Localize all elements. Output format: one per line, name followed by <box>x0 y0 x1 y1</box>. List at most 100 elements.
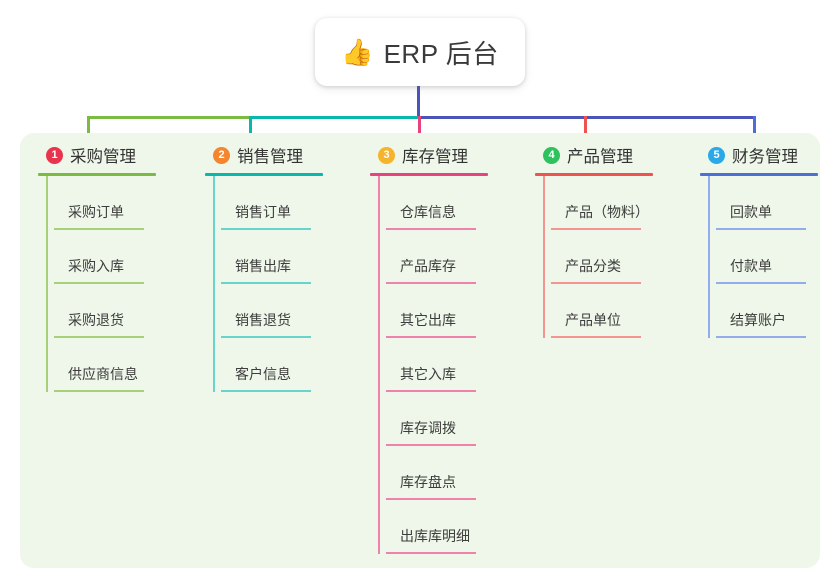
leaf-node-rule <box>386 444 476 446</box>
connector-drop-1 <box>87 116 90 142</box>
leaf-node[interactable]: 回款单 <box>716 176 839 230</box>
leaf-node-label: 采购退货 <box>68 312 124 328</box>
leaf-node[interactable]: 供应商信息 <box>54 338 198 392</box>
branch-spine <box>378 176 380 554</box>
leaf-node-label: 产品库存 <box>400 258 456 274</box>
leaf-node-label: 付款单 <box>730 258 772 274</box>
leaf-node[interactable]: 销售订单 <box>221 176 365 230</box>
branch-header-4[interactable]: 4 产品管理 <box>535 142 695 168</box>
branch-items: 仓库信息产品库存其它出库其它入库库存调拨库存盘点出库库明细 <box>370 176 530 554</box>
branch-title: 库存管理 <box>402 148 468 166</box>
leaf-node-rule <box>221 390 311 392</box>
branch-header-rule <box>700 173 818 176</box>
leaf-node-label: 产品分类 <box>565 258 621 274</box>
leaf-node-rule <box>551 336 641 338</box>
branch-number-badge: 3 <box>378 146 395 164</box>
leaf-node-label: 其它入库 <box>400 366 456 382</box>
leaf-node-rule <box>716 228 806 230</box>
connector-drop-3 <box>418 116 421 142</box>
branch-header-rule <box>38 173 156 176</box>
leaf-node-label: 其它出库 <box>400 312 456 328</box>
branch-items: 采购订单采购入库采购退货供应商信息 <box>38 176 198 392</box>
leaf-node-label: 供应商信息 <box>68 366 138 382</box>
leaf-node-label: 结算账户 <box>730 312 786 328</box>
connector-drop-2 <box>249 116 252 142</box>
connector-bar-segment-green <box>87 116 250 119</box>
leaf-node[interactable]: 采购入库 <box>54 230 198 284</box>
leaf-node-label: 仓库信息 <box>400 204 456 220</box>
leaf-node[interactable]: 采购退货 <box>54 284 198 338</box>
branch-column-2: 2 销售管理销售订单销售出库销售退货客户信息 <box>205 142 365 392</box>
connector-drop-4 <box>584 116 587 142</box>
leaf-node-label: 出库库明细 <box>400 528 470 544</box>
root-node[interactable]: 👍 ERP 后台 <box>315 18 525 86</box>
leaf-node[interactable]: 产品分类 <box>551 230 695 284</box>
branch-header-3[interactable]: 3 库存管理 <box>370 142 530 168</box>
root-trunk-connector <box>417 86 420 119</box>
leaf-node-rule <box>716 336 806 338</box>
leaf-node-label: 库存盘点 <box>400 474 456 490</box>
branch-spine <box>46 176 48 392</box>
leaf-node-rule <box>551 228 641 230</box>
branch-header-rule <box>535 173 653 176</box>
leaf-node-rule <box>386 390 476 392</box>
connector-drop-5 <box>753 116 756 142</box>
leaf-node[interactable]: 结算账户 <box>716 284 839 338</box>
leaf-node[interactable]: 仓库信息 <box>386 176 530 230</box>
leaf-node[interactable]: 库存调拨 <box>386 392 530 446</box>
leaf-node[interactable]: 库存盘点 <box>386 446 530 500</box>
leaf-node-label: 产品（物料） <box>565 204 649 220</box>
thumbs-up-icon: 👍 <box>341 37 374 67</box>
leaf-node-label: 销售订单 <box>235 204 291 220</box>
leaf-node[interactable]: 产品库存 <box>386 230 530 284</box>
leaf-node-rule <box>54 228 144 230</box>
leaf-node-rule <box>551 282 641 284</box>
leaf-node[interactable]: 产品（物料） <box>551 176 695 230</box>
branch-number-badge: 4 <box>543 146 560 164</box>
branch-items: 回款单付款单结算账户 <box>700 176 839 338</box>
branch-items: 产品（物料） 产品分类产品单位 <box>535 176 695 338</box>
leaf-node-label: 回款单 <box>730 204 772 220</box>
branch-title: 产品管理 <box>567 148 633 166</box>
leaf-node[interactable]: 客户信息 <box>221 338 365 392</box>
branch-spine <box>543 176 545 338</box>
leaf-node-label: 库存调拨 <box>400 420 456 436</box>
leaf-node-rule <box>54 336 144 338</box>
leaf-node-label: 客户信息 <box>235 366 291 382</box>
leaf-node-rule <box>221 282 311 284</box>
leaf-node-rule <box>221 228 311 230</box>
leaf-node-label: 销售出库 <box>235 258 291 274</box>
branch-header-2[interactable]: 2 销售管理 <box>205 142 365 168</box>
branch-column-3: 3 库存管理仓库信息产品库存其它出库其它入库库存调拨库存盘点出库库明细 <box>370 142 530 554</box>
leaf-node[interactable]: 出库库明细 <box>386 500 530 554</box>
leaf-node[interactable]: 其它出库 <box>386 284 530 338</box>
leaf-node-label: 采购订单 <box>68 204 124 220</box>
leaf-node-label: 销售退货 <box>235 312 291 328</box>
branch-title: 采购管理 <box>70 148 136 166</box>
branch-number-badge: 5 <box>708 146 725 164</box>
leaf-node[interactable]: 采购订单 <box>54 176 198 230</box>
leaf-node[interactable]: 产品单位 <box>551 284 695 338</box>
leaf-node-rule <box>386 228 476 230</box>
branch-spine <box>213 176 215 392</box>
leaf-node[interactable]: 销售出库 <box>221 230 365 284</box>
leaf-node[interactable]: 付款单 <box>716 230 839 284</box>
branch-number-badge: 2 <box>213 146 230 164</box>
leaf-node[interactable]: 其它入库 <box>386 338 530 392</box>
leaf-node-rule <box>386 282 476 284</box>
leaf-node-label: 采购入库 <box>68 258 124 274</box>
branch-spine <box>708 176 710 338</box>
leaf-node-label: 产品单位 <box>565 312 621 328</box>
leaf-node[interactable]: 销售退货 <box>221 284 365 338</box>
leaf-node-rule <box>386 498 476 500</box>
leaf-node-rule <box>54 390 144 392</box>
leaf-node-rule <box>54 282 144 284</box>
connector-bar-segment-blue <box>418 116 756 119</box>
leaf-node-rule <box>716 282 806 284</box>
branch-title: 销售管理 <box>237 148 303 166</box>
branch-header-rule <box>205 173 323 176</box>
branch-header-rule <box>370 173 488 176</box>
